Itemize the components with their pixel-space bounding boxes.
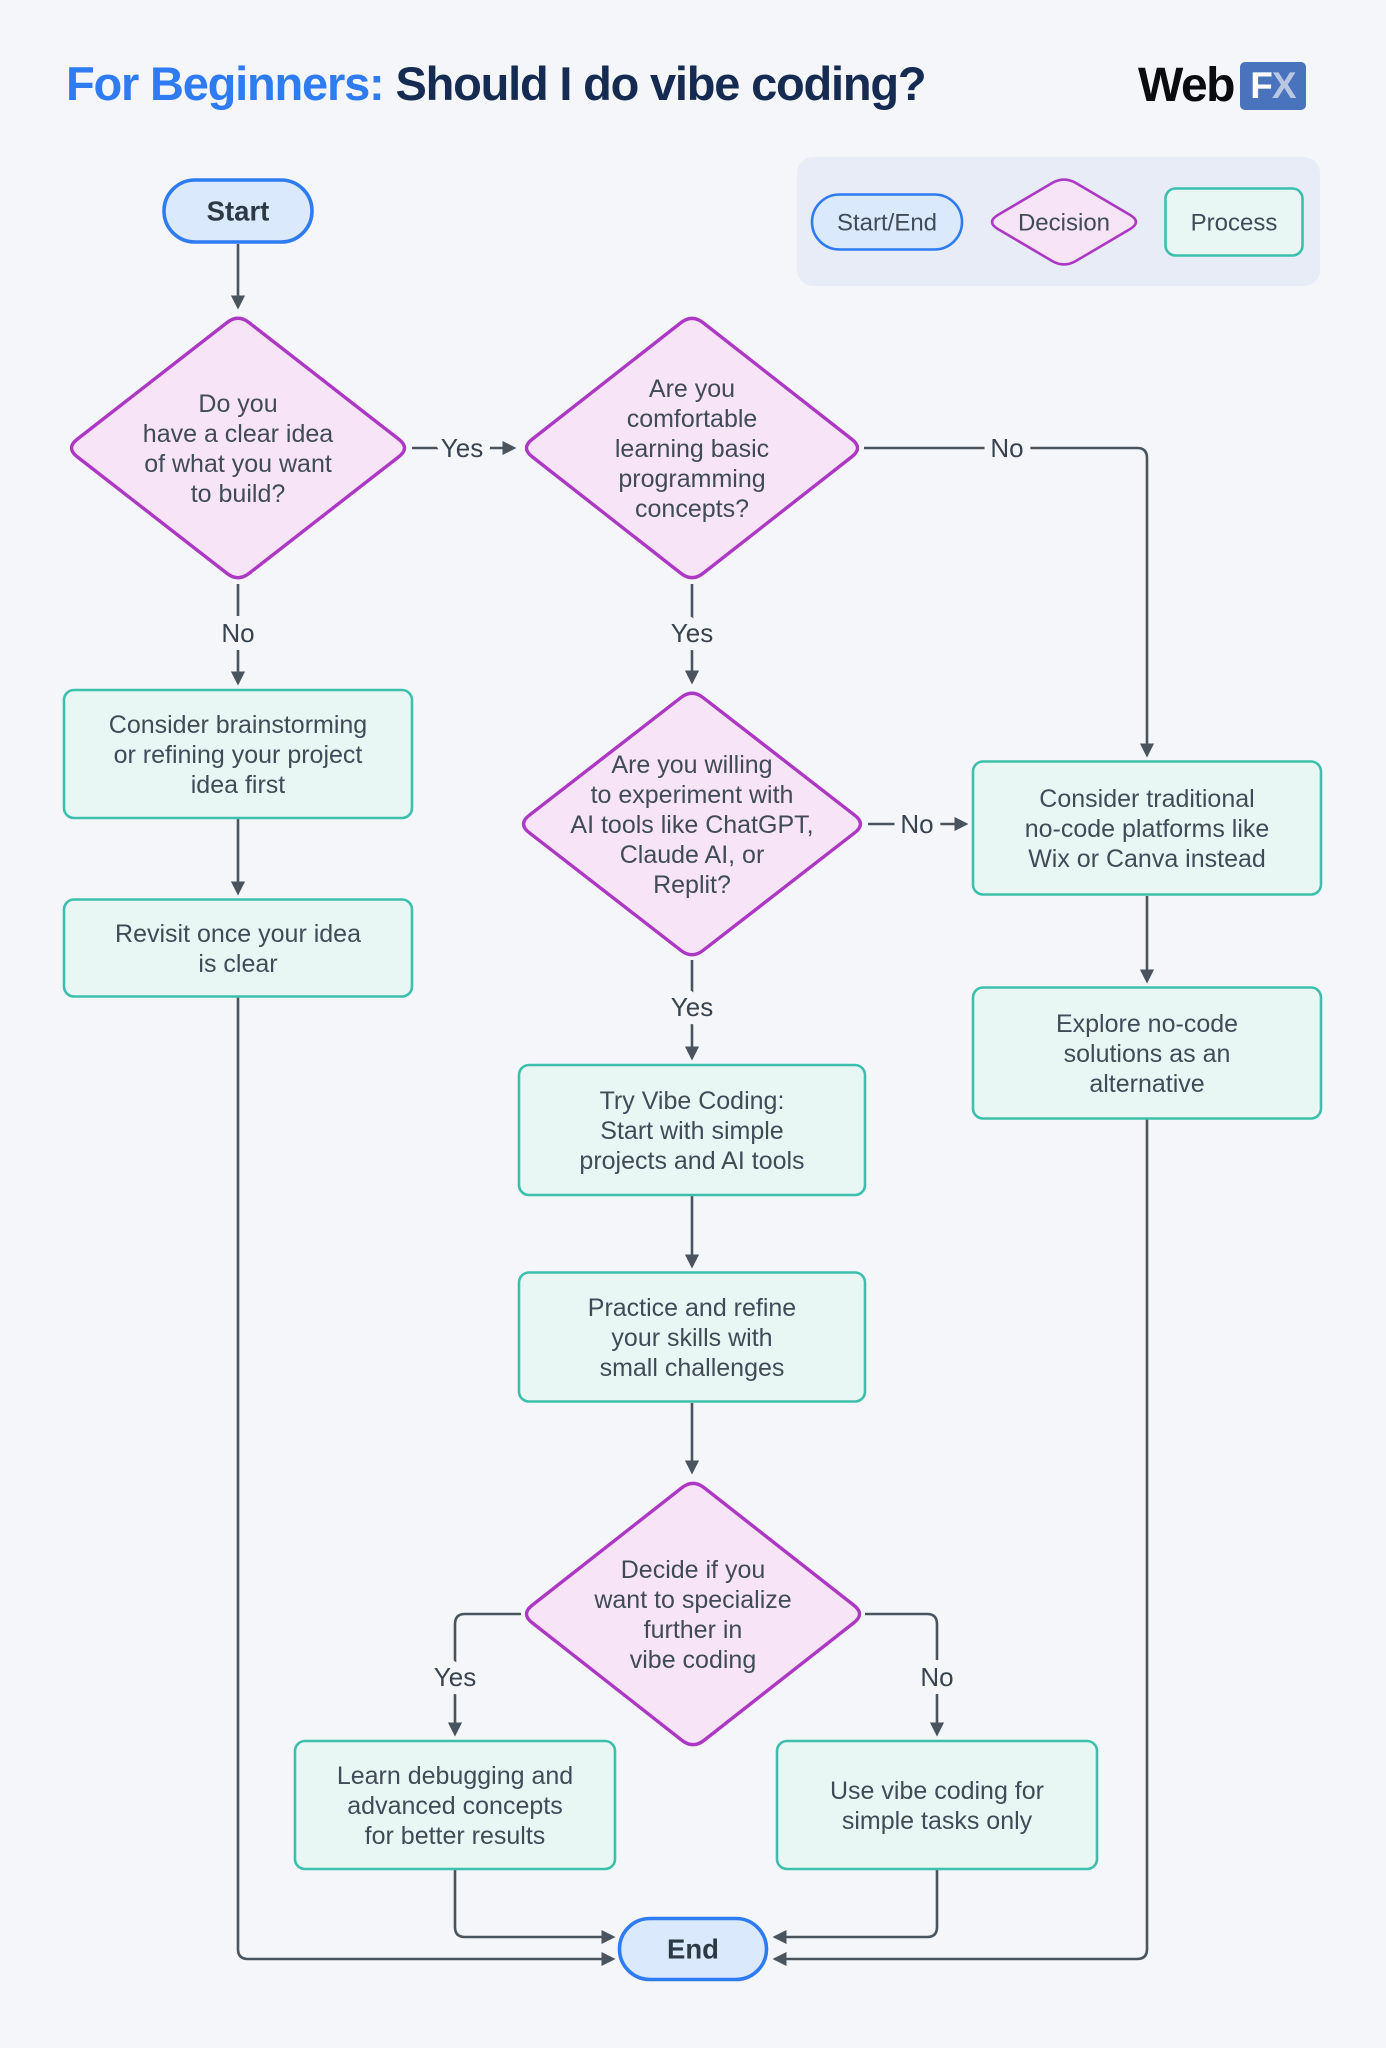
node-label: Start: [207, 196, 270, 227]
title-accent: For Beginners:: [66, 57, 385, 110]
edge-label-d1-p1: No: [221, 618, 254, 648]
decision-diamond: [524, 1481, 862, 1747]
process-box: [971, 760, 1323, 896]
process-box: [517, 1063, 867, 1197]
terminal-box: [617, 1916, 769, 1982]
process-box: [62, 688, 414, 820]
node-start: Start: [162, 178, 314, 244]
process-box: [517, 1271, 867, 1403]
terminal-box: [162, 178, 314, 244]
edge-d2-p3: [864, 446, 1155, 758]
node-end: End: [617, 1916, 769, 1982]
edge-label-d3-p3: No: [900, 809, 933, 839]
edge-label-d4-p7: Yes: [434, 1662, 476, 1692]
node-label: End: [667, 1934, 719, 1965]
decision-diamond: [521, 691, 863, 957]
edge-p7-end: [453, 1869, 616, 1945]
legend: Start/End Decision Process: [797, 157, 1320, 286]
process-box: [293, 1739, 617, 1871]
legend-item-startend: Start/End: [810, 193, 964, 251]
decision-diamond: [524, 316, 860, 580]
process-box: [62, 898, 414, 998]
node-label: Decision: [1018, 209, 1110, 236]
decision-diamond: [69, 316, 407, 580]
edge-label-d4-p8: No: [920, 1662, 953, 1692]
process-box: [1164, 187, 1304, 257]
page-title: For Beginners:Should I do vibe coding?: [66, 56, 927, 111]
logo-fx-f: F: [1250, 64, 1273, 106]
terminal-box: [810, 193, 964, 251]
logo-word: Web: [1138, 59, 1235, 112]
edge-d4-p8: [865, 1612, 945, 1737]
legend-item-decision: Decision: [990, 178, 1138, 266]
edge-label-d2-p3: No: [990, 433, 1023, 463]
edge-d4-p7: [447, 1612, 521, 1737]
edge-label-d3-p5: Yes: [671, 992, 713, 1022]
edge-p8-end: [772, 1869, 939, 1945]
title-main: Should I do vibe coding?: [395, 57, 926, 110]
edge-p4-end: [772, 1119, 1149, 1967]
edge-label-d2-d3: Yes: [671, 618, 713, 648]
logo-fx-x: X: [1271, 64, 1297, 106]
decision-diamond: [990, 178, 1138, 266]
node-label: Start/End: [837, 209, 937, 236]
edge-label-d1-d2: Yes: [441, 433, 483, 463]
legend-item-process: Process: [1164, 187, 1304, 257]
node-label: Process: [1191, 209, 1278, 236]
process-box: [971, 986, 1323, 1120]
edge-p2-end: [236, 997, 616, 1967]
process-box: [775, 1739, 1099, 1871]
